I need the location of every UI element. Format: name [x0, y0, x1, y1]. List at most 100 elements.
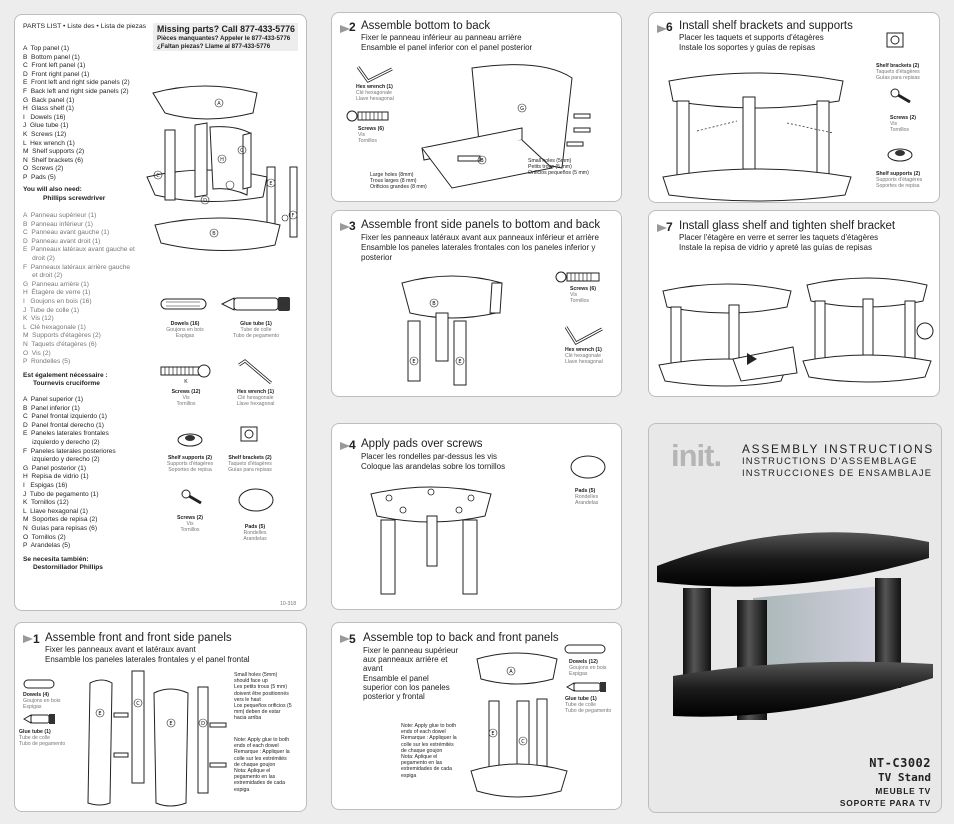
- note-line: Small holes (5mm): [234, 672, 278, 678]
- label-e: E: [98, 711, 101, 717]
- parts-list-item: B Panel inferior (1): [23, 404, 80, 412]
- label-k-badge: K: [184, 379, 188, 385]
- parts-list-item: N Guías para repisas (6): [23, 524, 98, 532]
- note-line: doivent être positionnés: [234, 690, 289, 697]
- caption-line: Tube de colle: [240, 327, 272, 334]
- step-7-panel: 7 Install glass shelf and tighten shelf …: [648, 210, 940, 397]
- step-4-panel: 4 Apply pads over screws Placer les rond…: [331, 423, 622, 610]
- screw-small-icon: [890, 88, 911, 104]
- caption-line: Pads (5): [575, 488, 596, 494]
- caption-line: Glue tube (1): [565, 696, 597, 702]
- caption-line: Supports d'étagères: [166, 461, 214, 468]
- dowel-icon: [23, 679, 55, 689]
- label-d: D: [201, 721, 205, 727]
- caption-line: Shelf brackets (2): [876, 63, 920, 69]
- caption-line: Llave hexagonal: [356, 96, 394, 103]
- step-5-sub-3: avant: [363, 664, 383, 673]
- caption-line: Supports d'étagères: [876, 177, 923, 184]
- parts-list-item: izquierdo y derecho (2): [23, 438, 100, 446]
- step-2-small-holes: Small holes (5mm)Petits trous (5 mm)Orif…: [528, 158, 589, 177]
- step-1-marker-icon: [23, 635, 33, 643]
- note-line: de chaque goujon: [401, 747, 443, 754]
- parts-list-item: J Glue tube (1): [23, 122, 69, 130]
- step-3-number: 3: [349, 219, 356, 233]
- cover-title-fr: INSTRUCTIONS D'ASSEMBLAGE: [742, 455, 918, 466]
- label-e: E: [458, 359, 461, 365]
- parts-list-item: O Vis (2): [23, 349, 51, 357]
- step-2-illustration: G B: [421, 64, 591, 189]
- note-line: Orificios grandes (8 mm): [370, 184, 427, 191]
- parts-list-item: D Front right panel (1): [23, 70, 90, 78]
- step-6-sub-fr: Placer les taquets et supports d'étagère…: [679, 33, 824, 42]
- pad-icon: [570, 455, 606, 479]
- need-es-label: Se necesita también:: [23, 556, 89, 563]
- need-fr-label: Est également nécessaire :: [23, 372, 108, 379]
- note-line: Petits trous (5 mm): [528, 164, 572, 171]
- note-line: hacia arriba: [234, 715, 262, 722]
- caption-line: Vis: [186, 521, 194, 528]
- note-line: Remarque : Appliquer la: [234, 749, 290, 756]
- step-1-sub-fr: Fixer les panneaux avant et latéraux ava…: [45, 645, 196, 654]
- note-line: Los pequeños orificios (5: [234, 703, 292, 710]
- step-3-title: Assemble front side panels to bottom and…: [361, 219, 601, 231]
- note-line: colle sur les extrémités: [401, 741, 454, 748]
- step-2-large-holes: Large holes (8mm)Trous larges (8 mm)Orif…: [370, 172, 427, 191]
- shelf-support-icon: [887, 148, 913, 162]
- note-line: espiga: [234, 786, 250, 793]
- parts-list-item: E Panneaux latéraux avant gauche et: [23, 246, 135, 254]
- label-c: C: [156, 173, 160, 179]
- label-d: D: [203, 198, 207, 204]
- step-5-sub-1: Fixer le panneau supérieur: [363, 646, 459, 655]
- parts-list-item: M Soportes de repisa (2): [23, 516, 98, 524]
- cover-title-es: INSTRUCCIONES DE ENSAMBLAJE: [742, 467, 933, 478]
- shelf-bracket-icon: [886, 32, 904, 48]
- caption-line: Clé hexagonale: [356, 90, 393, 97]
- caption-line: Tube de colle: [19, 735, 50, 742]
- parts-list-item: L Clé hexagonale (1): [23, 323, 86, 331]
- step-7-marker-icon: [657, 224, 667, 232]
- note-line: ends of each dowel: [234, 743, 279, 750]
- note-line: mm) deben de estar: [234, 709, 281, 716]
- glue-tube-icon: [565, 682, 606, 692]
- step-3-sub-es: Ensamble los paneles laterales frontales…: [361, 243, 596, 252]
- label-e: E: [412, 359, 415, 365]
- parts-list-english: A Top panel (1)B Bottom panel (1)C Front…: [23, 45, 130, 183]
- label-h: H: [220, 157, 224, 163]
- caption-line: Guías para repisas: [228, 467, 272, 474]
- caption-line: Hex wrench (1): [237, 389, 274, 395]
- step-7-illustration-a: [658, 283, 798, 387]
- step-5-sub-5: superior con los paneles: [363, 683, 450, 692]
- doc-code: 10-318: [280, 601, 297, 607]
- parts-list-item: M Shelf supports (2): [23, 148, 85, 156]
- step-2-marker-icon: [340, 25, 350, 33]
- caption-line: Clé hexagonale: [565, 353, 602, 360]
- caption-line: Vis: [570, 292, 578, 299]
- step-5-sub-4: Ensamble el panel: [363, 674, 429, 683]
- parts-list-item: et droit (2): [23, 272, 63, 280]
- note-line: Nota: Aplique el: [234, 768, 271, 775]
- parts-list-item: E Paneles laterales frontales: [23, 430, 109, 438]
- step-4-marker-icon: [340, 442, 350, 450]
- label-e: E: [169, 721, 172, 727]
- caption-line: Tornillos: [180, 527, 200, 534]
- screws-icon: [555, 271, 600, 283]
- caption-line: Tornillos: [176, 401, 196, 408]
- glue-tube-icon: [22, 714, 55, 724]
- note-line: de chaque goujon: [234, 761, 276, 768]
- parts-list-spanish: A Panel superior (1)B Panel inferior (1)…: [23, 396, 116, 551]
- caption-line: Tubo de pegamento: [565, 708, 612, 715]
- note-line: Note: Apply glue to both: [234, 737, 290, 743]
- parts-list-item: L Hex wrench (1): [23, 139, 75, 147]
- caption-line: Screws (6): [358, 126, 384, 132]
- parts-list-item: B Panneau inférieur (1): [23, 220, 94, 228]
